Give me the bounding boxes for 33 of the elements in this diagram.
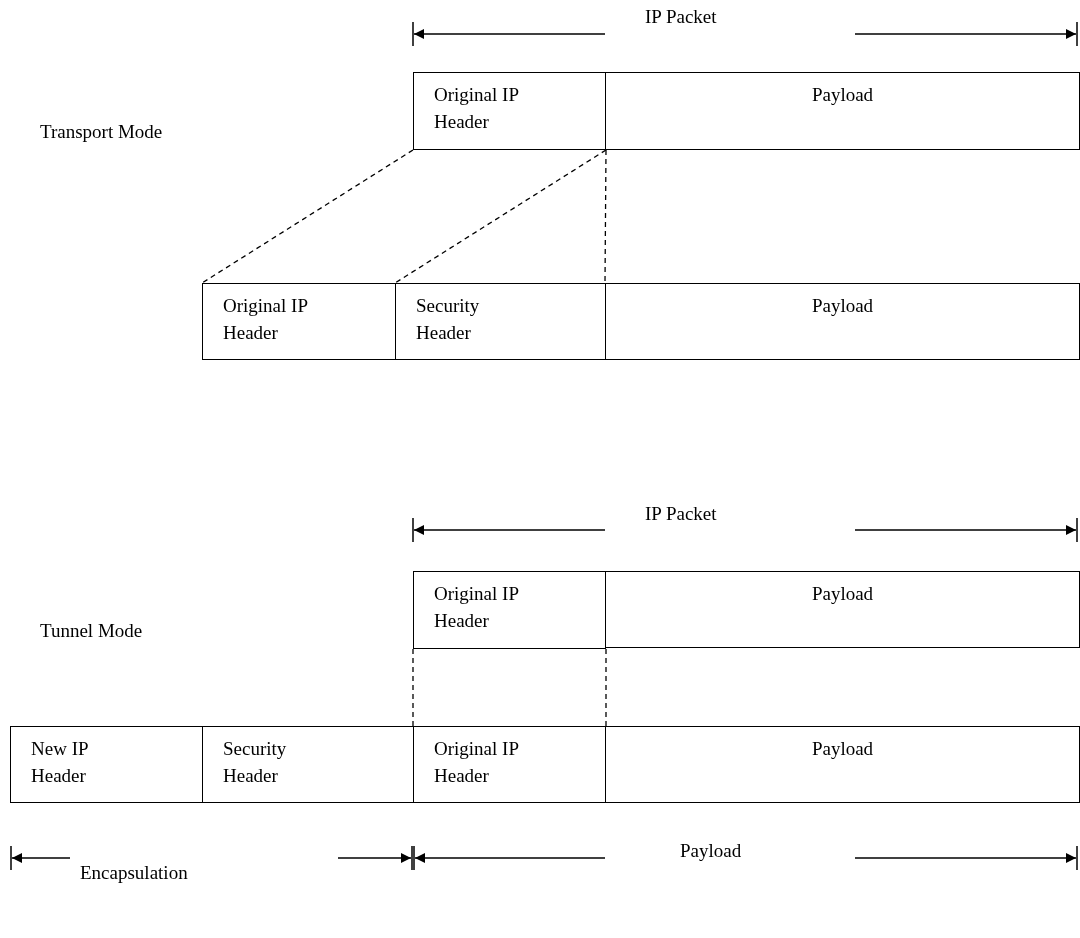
packet-field [605,726,1080,803]
mode-label: Tunnel Mode [40,620,143,642]
packet-field [605,72,1080,150]
packet-field [413,571,606,649]
packet-field [413,726,606,803]
field-label: Security Header [416,294,481,345]
dashed-line [604,149,607,284]
field-label: Payload [810,83,875,107]
field-label: Original IP Header [434,737,520,788]
dimension-label: IP Packet [645,503,717,525]
packet-field [413,72,606,150]
packet-field [605,283,1080,360]
field-label: Payload [810,582,875,606]
field-label: Payload [810,294,875,318]
packet-field [202,283,396,360]
packet-field [10,726,203,803]
dimension-label: Payload [680,840,742,862]
field-label: Original IP Header [434,582,520,633]
mode-label: Transport Mode [40,121,163,143]
field-label: Payload [810,737,875,761]
packet-field [605,571,1080,648]
field-label: Original IP Header [223,294,309,345]
dashed-line [412,648,414,727]
dimension-label: Encapsulation [80,862,188,884]
dashed-line [394,149,607,284]
packet-field [202,726,414,803]
packet-field [395,283,606,360]
dimension-label: IP Packet [645,6,717,28]
dashed-line [201,149,414,284]
field-label: New IP Header [31,737,89,788]
field-label: Original IP Header [434,83,520,134]
dashed-line [605,648,607,727]
field-label: Security Header [223,737,288,788]
